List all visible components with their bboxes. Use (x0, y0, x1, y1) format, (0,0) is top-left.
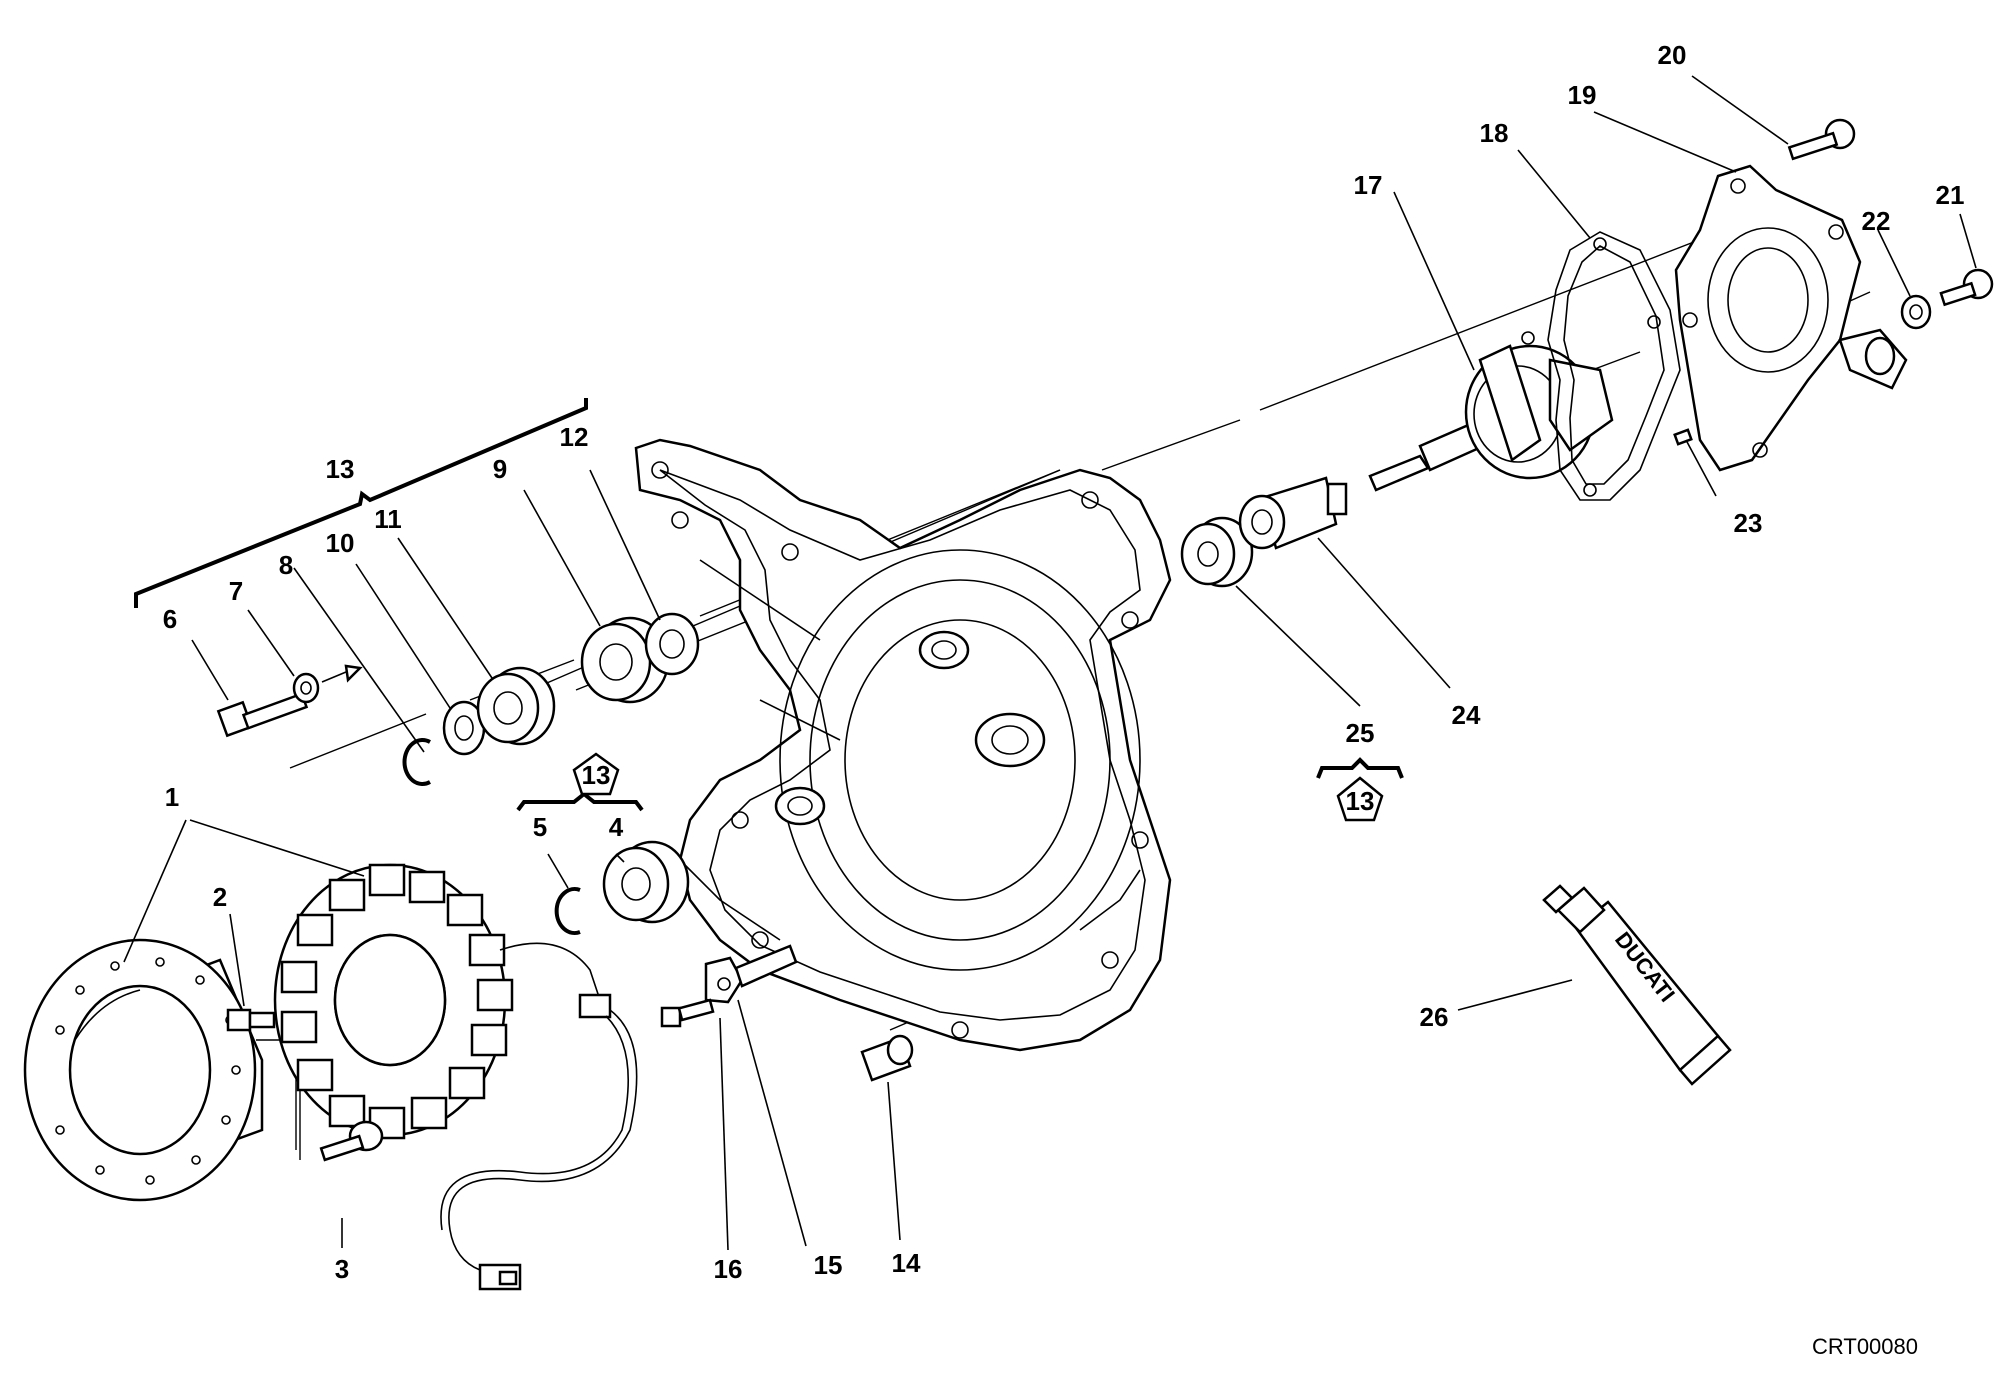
part-label-7: 7 (229, 576, 243, 606)
dowel-14 (860, 1034, 914, 1082)
part-label-18: 18 (1480, 118, 1509, 148)
washer-10 (442, 700, 486, 756)
engine-side-cover (634, 438, 1172, 1052)
part-label-10: 10 (326, 528, 355, 558)
part-label-5: 5 (533, 812, 547, 842)
part-label-25: 25 (1346, 718, 1375, 748)
group-bracket-13-seals: 13 (1316, 757, 1404, 822)
bearing-4 (602, 840, 690, 924)
part-labels: 1 2 3 4 5 6 7 8 9 10 11 12 13 14 15 16 1… (163, 40, 1965, 1284)
pin-23 (1673, 428, 1693, 446)
part-label-20: 20 (1658, 40, 1687, 70)
washer-22 (1900, 294, 1932, 330)
part-label-1: 1 (165, 782, 179, 812)
part-label-16: 16 (714, 1254, 743, 1284)
part-label-24: 24 (1452, 700, 1481, 730)
mechanical-seal-24 (1238, 476, 1348, 550)
group-ref-badge-left: 13 (582, 760, 611, 790)
group-bracket-13-top (134, 398, 588, 608)
screw-3 (319, 1120, 384, 1162)
impeller-shaft-17 (1368, 344, 1614, 492)
part-label-21: 21 (1936, 180, 1965, 210)
washer-7 (292, 664, 363, 704)
part-label-23: 23 (1734, 508, 1763, 538)
part-label-12: 12 (560, 422, 589, 452)
group-ref-badge-right: 13 (1346, 786, 1375, 816)
circlip-8 (402, 738, 431, 786)
screw-16 (660, 998, 715, 1028)
circlip-5 (554, 887, 581, 935)
grease-tube-26: DUCATI (1542, 884, 1732, 1086)
part-label-17: 17 (1354, 170, 1383, 200)
part-label-4: 4 (609, 812, 624, 842)
part-label-3: 3 (335, 1254, 349, 1284)
screw-20 (1787, 118, 1856, 161)
bolt-6 (216, 692, 309, 738)
part-label-22: 22 (1862, 206, 1891, 236)
gasket-18 (1521, 231, 1681, 501)
stator-coil (273, 863, 638, 1291)
part-label-26: 26 (1420, 1002, 1449, 1032)
bolt-2 (226, 1008, 276, 1032)
flywheel-rotor (23, 938, 264, 1202)
part-label-11: 11 (374, 504, 402, 534)
clamp-15 (704, 944, 798, 1004)
seal-25 (1180, 516, 1254, 588)
part-label-2: 2 (213, 882, 227, 912)
part-label-9: 9 (493, 454, 507, 484)
part-label-8: 8 (279, 550, 293, 580)
screw-21 (1939, 268, 1994, 307)
part-label-19: 19 (1568, 80, 1597, 110)
leader-lines (123, 75, 1977, 1251)
group-bracket-13-bearings: 13 (516, 752, 644, 812)
bearing-11 (476, 666, 556, 746)
part-label-13-group: 13 (326, 454, 355, 484)
part-label-15: 15 (814, 1250, 843, 1280)
drawing-code: CRT00080 (1812, 1334, 1918, 1359)
seal-12 (644, 612, 700, 676)
part-label-14: 14 (892, 1248, 921, 1278)
pump-cover-19 (1674, 164, 1908, 472)
part-label-6: 6 (163, 604, 177, 634)
